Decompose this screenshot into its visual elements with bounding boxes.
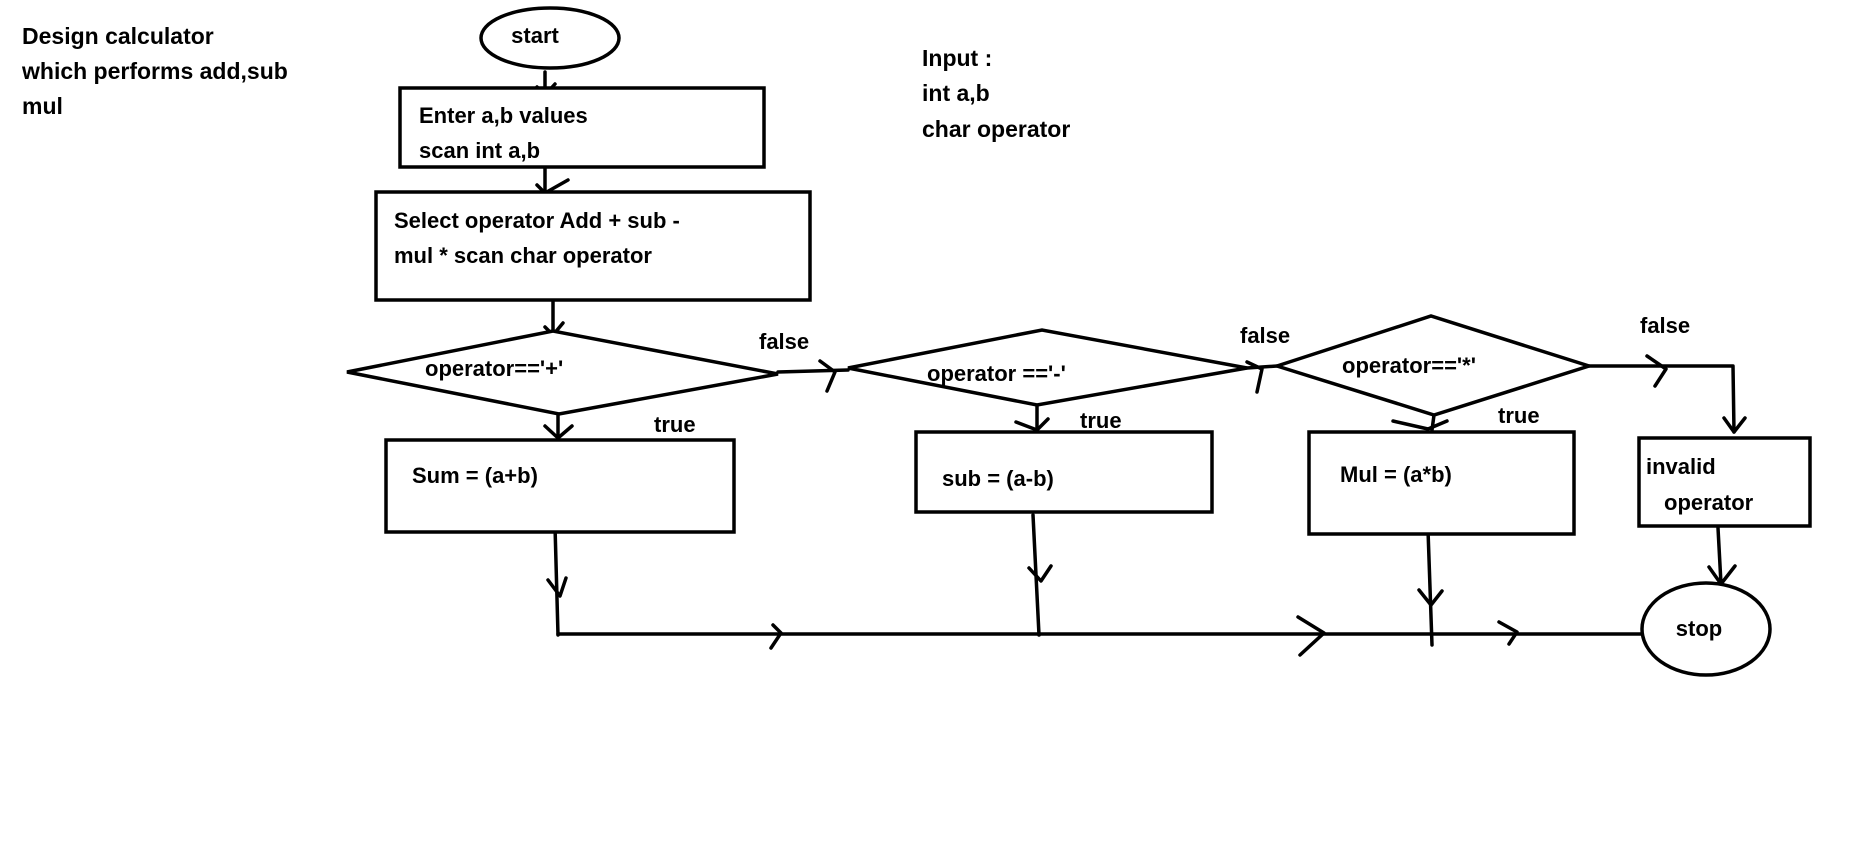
select-operator-node: Select operator Add + sub - mul * scan c… xyxy=(374,190,812,302)
select-operator-box xyxy=(374,190,812,302)
stop-label: stop xyxy=(1676,616,1722,641)
decision-mul-label: operator=='*' xyxy=(1342,353,1476,378)
true-label-sub: true xyxy=(1080,408,1122,433)
flow-mul-false xyxy=(1587,364,1736,434)
title-line-3: mul xyxy=(22,93,63,119)
arrowhead xyxy=(1027,564,1053,583)
sub-node: sub = (a-b) xyxy=(914,430,1214,514)
select-operator-line-1: Select operator Add + sub - xyxy=(394,208,680,233)
arrowhead xyxy=(546,576,568,598)
edge-labels: true true true false false false xyxy=(654,313,1690,437)
arrowhead xyxy=(1014,417,1050,432)
invalid-line-2: operator xyxy=(1664,490,1754,515)
flow-invalid-to-stop xyxy=(1716,526,1723,586)
input-line-2: int a,b xyxy=(922,80,990,106)
enter-values-line-1: Enter a,b values xyxy=(419,103,588,128)
arrowhead xyxy=(1497,620,1519,646)
title-line-2: which performs add,sub xyxy=(21,58,288,84)
arrowhead xyxy=(1245,360,1264,394)
enter-values-box xyxy=(398,86,766,169)
flow-add-false xyxy=(776,368,850,374)
arrowhead xyxy=(1296,615,1326,657)
sub-box xyxy=(914,430,1214,514)
start-terminal xyxy=(479,6,621,70)
decision-add-node: operator=='+' xyxy=(346,329,779,416)
input-line-1: Input : xyxy=(922,45,992,71)
decision-sub-node: operator =='-' xyxy=(847,328,1248,407)
enter-values-node: Enter a,b values scan int a,b xyxy=(398,86,766,169)
enter-values-line-2: scan int a,b xyxy=(419,138,540,163)
stop-node: stop xyxy=(1640,581,1772,677)
input-line-3: char operator xyxy=(922,116,1070,142)
mul-label: Mul = (a*b) xyxy=(1340,462,1452,487)
arrowhead xyxy=(543,424,574,440)
select-operator-line-2: mul * scan char operator xyxy=(394,243,652,268)
sum-label: Sum = (a+b) xyxy=(412,463,538,488)
arrowhead xyxy=(1645,354,1668,388)
start-node: start xyxy=(479,6,621,70)
false-label-sub: false xyxy=(1240,323,1290,348)
start-label: start xyxy=(511,23,559,48)
sum-node: Sum = (a+b) xyxy=(384,438,736,534)
input-note: Input : int a,b char operator xyxy=(922,45,1070,142)
arrowhead xyxy=(1417,588,1444,607)
connectors xyxy=(535,70,1747,657)
invalid-operator-box xyxy=(1637,436,1812,528)
flow-sum-down xyxy=(553,524,560,637)
title-note: Design calculator which performs add,sub… xyxy=(21,23,288,119)
arrowhead xyxy=(769,623,783,650)
mul-node: Mul = (a*b) xyxy=(1307,430,1576,536)
mul-box xyxy=(1307,430,1576,536)
true-label-mul: true xyxy=(1498,403,1540,428)
invalid-operator-node: invalid operator xyxy=(1637,436,1812,528)
false-label-add: false xyxy=(759,329,809,354)
arrowhead xyxy=(818,359,837,393)
title-line-1: Design calculator xyxy=(22,23,214,49)
arrowhead xyxy=(1391,419,1449,431)
invalid-line-1: invalid xyxy=(1646,454,1716,479)
stop-terminal xyxy=(1640,581,1772,677)
true-label-add: true xyxy=(654,412,696,437)
sum-box xyxy=(384,438,736,534)
decision-add-diamond xyxy=(346,329,779,416)
sub-label: sub = (a-b) xyxy=(942,466,1054,491)
decision-add-label: operator=='+' xyxy=(425,356,563,381)
false-label-mul: false xyxy=(1640,313,1690,338)
decision-sub-label: operator =='-' xyxy=(927,361,1066,386)
flow-mul-down xyxy=(1426,528,1434,647)
decision-mul-node: operator=='*' xyxy=(1271,314,1595,417)
decision-sub-diamond xyxy=(847,328,1248,407)
decision-mul-diamond xyxy=(1271,314,1595,417)
arrowhead xyxy=(1722,416,1747,434)
flow-sub-false xyxy=(1245,364,1279,370)
